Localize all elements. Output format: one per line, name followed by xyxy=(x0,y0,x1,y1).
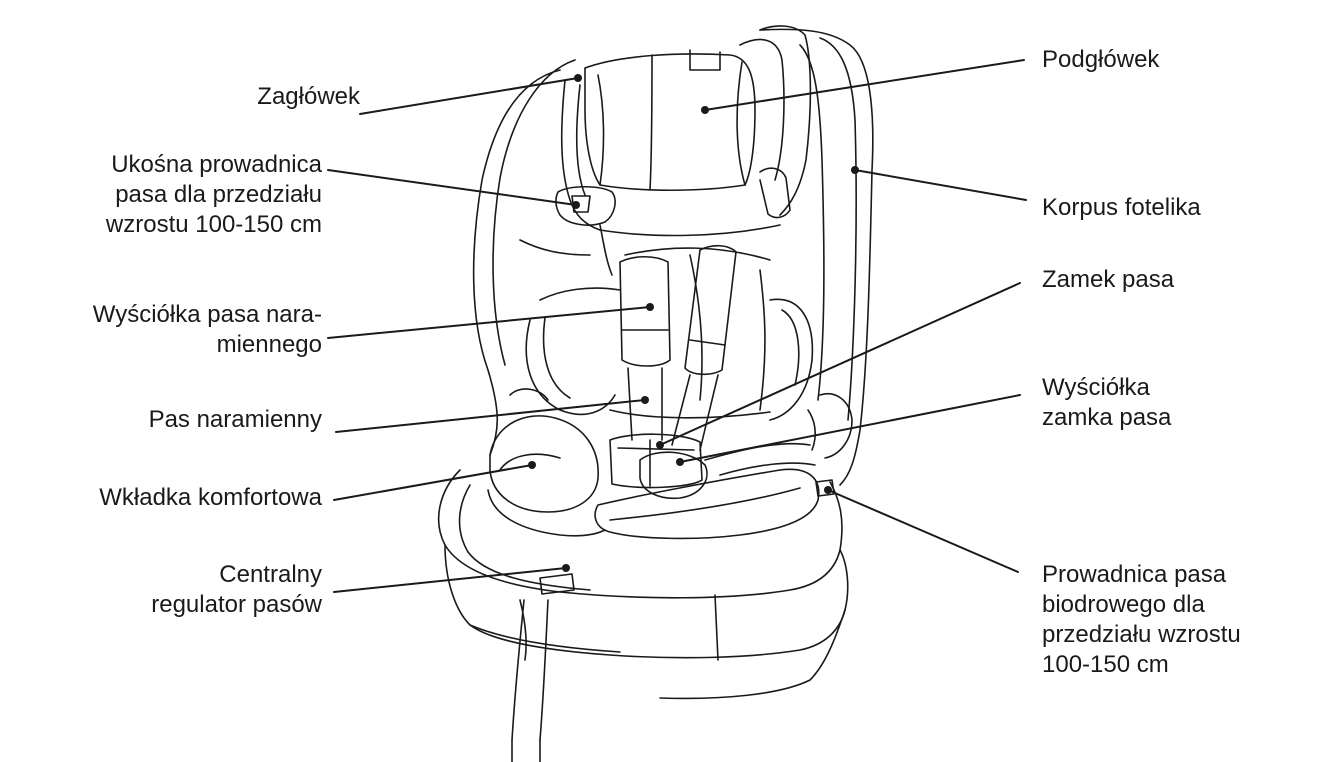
leader-dots xyxy=(528,74,859,572)
diagonal-belt-guide xyxy=(555,167,791,276)
label-line: regulator pasów xyxy=(151,591,322,618)
label-shoulder-belt: Pas naramienny xyxy=(149,405,322,435)
backrest-panels xyxy=(519,239,814,421)
label-line: pasa dla przedziału xyxy=(115,181,322,208)
label-comfort-insert: Wkładka komfortowa xyxy=(99,483,322,513)
dot-shoulder-belt xyxy=(641,396,649,404)
label-shoulder-pad: Wyściółka pasa nara- miennego xyxy=(93,300,322,360)
label-central-adjuster: Centralny regulator pasów xyxy=(151,560,322,620)
label-line: Ukośna prowadnica xyxy=(111,151,322,178)
label-line: Wyściółka xyxy=(1042,374,1150,401)
buckle-pad xyxy=(639,451,708,500)
central-adjuster xyxy=(511,573,575,762)
dot-central-adjuster xyxy=(562,564,570,572)
label-line: miennego xyxy=(216,331,322,358)
label-headrest-outer: Zagłówek xyxy=(257,82,360,112)
label-seat-body: Korpus fotelika xyxy=(1042,193,1201,223)
label-line: Prowadnica pasa xyxy=(1042,561,1227,588)
comfort-inserts xyxy=(489,388,853,513)
label-diagonal-guide: Ukośna prowadnica pasa dla przedziału wz… xyxy=(106,150,322,240)
label-line: wzrostu 100-150 cm xyxy=(105,211,322,238)
leader-seat-body xyxy=(854,169,1027,201)
dot-buckle-pad xyxy=(676,458,684,466)
dot-comfort-insert xyxy=(528,461,536,469)
label-line: Pas naramienny xyxy=(148,406,322,433)
label-line: Zamek pasa xyxy=(1042,266,1175,293)
dot-shoulder-pad xyxy=(646,303,654,311)
leader-central-adjuster xyxy=(333,567,567,593)
shoulder-belts xyxy=(627,367,719,451)
buckle xyxy=(609,433,703,489)
label-line: Wyściółka pasa nara- xyxy=(92,301,322,328)
seat-base xyxy=(437,469,849,700)
label-line: Centralny xyxy=(219,561,322,588)
lap-belt-guide xyxy=(815,479,835,497)
label-line: Korpus fotelika xyxy=(1042,194,1201,221)
leader-buckle xyxy=(659,282,1021,446)
label-line: Zagłówek xyxy=(257,83,360,110)
dot-headrest-inner xyxy=(701,106,709,114)
leader-shoulder-pad xyxy=(327,306,651,339)
seat-body-shell xyxy=(472,28,874,486)
leader-headrest-inner xyxy=(704,59,1025,111)
label-line: biodrowego dla xyxy=(1042,591,1205,618)
dot-lap-guide xyxy=(824,486,832,494)
label-buckle-pad: Wyściółka zamka pasa xyxy=(1042,373,1171,433)
label-line: Wkładka komfortowa xyxy=(99,484,322,511)
leader-buckle-pad xyxy=(679,394,1021,463)
leader-comfort-insert xyxy=(333,464,533,501)
leader-lap-guide xyxy=(827,489,1019,573)
label-line: zamka pasa xyxy=(1042,404,1172,431)
leader-shoulder-belt xyxy=(335,399,646,433)
leader-lines xyxy=(327,59,1027,593)
label-headrest-inner: Podgłówek xyxy=(1042,45,1159,75)
shoulder-pads xyxy=(619,244,737,376)
dot-buckle xyxy=(656,441,664,449)
dot-headrest-outer xyxy=(574,74,582,82)
headrest xyxy=(560,25,812,237)
label-line: Podgłówek xyxy=(1042,46,1160,73)
label-line: przedziału wzrostu xyxy=(1042,621,1241,648)
label-line: 100-150 cm xyxy=(1042,651,1169,678)
seat-cushion xyxy=(487,442,820,540)
leader-headrest-outer xyxy=(359,77,579,115)
label-lap-guide: Prowadnica pasa biodrowego dla przedział… xyxy=(1042,560,1241,680)
leader-diagonal-guide xyxy=(327,169,577,206)
dot-seat-body xyxy=(851,166,859,174)
label-buckle: Zamek pasa xyxy=(1042,265,1174,295)
dot-diagonal-guide xyxy=(572,201,580,209)
